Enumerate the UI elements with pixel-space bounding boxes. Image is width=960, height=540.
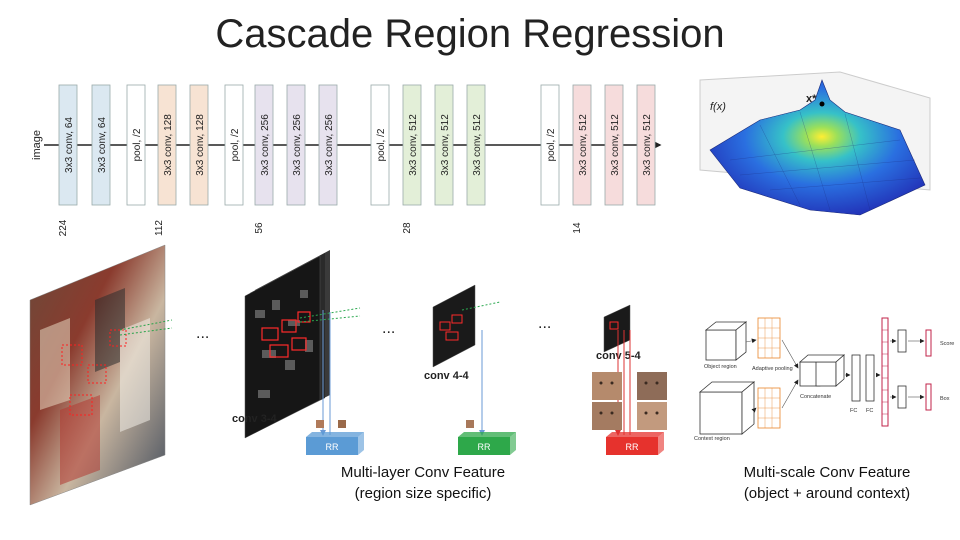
vgg-size-label: 112 [154,220,165,236]
caption-multilayer: Multi-layer Conv Feature (region size sp… [318,462,528,504]
score-label: Score [940,341,954,347]
conv34-label: conv 3-4 [232,413,278,425]
ellipsis-1: ... [196,325,209,342]
vgg-layer-box [58,84,78,206]
vgg-layer-label: 3x3 conv, 512 [642,114,653,176]
vgg-layer-label: pool, /2 [376,128,387,161]
rr-block-label: RR [478,442,491,452]
vgg-layer-label: 3x3 conv, 128 [195,114,206,176]
caption-multilayer-line2: (region size specific) [354,485,492,502]
fc-label-1: FC [850,408,857,414]
rr-block [458,437,510,455]
vgg-layer-box [540,84,560,206]
peak-label: x* [806,93,817,105]
vgg-layer-box [466,84,486,206]
vgg-layer-label: 3x3 conv, 512 [610,114,621,176]
caption-multiscale: Multi-scale Conv Feature (object + aroun… [722,462,932,504]
rr-block-label: RR [326,442,339,452]
vgg-layer-box [318,84,338,206]
rr-block-label: RR [626,442,639,452]
vgg-layer-label: 3x3 conv, 512 [472,114,483,176]
rr-block [306,437,358,455]
rr-block-side [658,432,664,455]
vgg-layer-label: pool, /2 [230,128,241,161]
conv34-feature-stack: conv 3-4 [232,250,361,439]
surface [709,79,926,216]
vgg-size-label: 224 [58,219,69,236]
vgg-size-label: 28 [402,222,413,234]
caption-multiscale-line1: Multi-scale Conv Feature [743,464,911,481]
vgg-layer-box [434,84,454,206]
vgg-layer-box [126,84,146,206]
rr-block-top [606,432,664,437]
vgg-layer-label: 3x3 conv, 512 [440,114,451,176]
vgg-layer-label: 3x3 conv, 64 [97,117,108,173]
caption-multilayer-line1: Multi-layer Conv Feature [340,464,506,481]
face-crops [592,372,667,430]
vgg-layer-box [224,84,244,206]
caption-multiscale-line2: (object + around context) [743,485,911,502]
vgg-layer-label: 3x3 conv, 512 [578,114,589,176]
vgg-layer-box [370,84,390,206]
peak-point [819,101,825,107]
multiscale-diagram: Object region Context region Adaptive po… [694,317,954,442]
conv44-label: conv 4-4 [424,370,470,382]
surface-plot: f(x) x* [699,71,931,216]
rr-blocks: RR RR RR [306,432,664,455]
ellipsis-2: ... [382,320,395,337]
vgg-layer-label: pool, /2 [546,128,557,161]
vgg-layer-box [157,84,177,206]
vgg-layer-box [604,84,624,206]
fx-label: f(x) [710,101,726,113]
input-photo [29,244,173,506]
rr-block-top [306,432,364,437]
adaptive-pooling-label: Adaptive pooling [752,366,793,372]
ellipsis-3: ... [538,315,551,332]
vgg-size-label: 56 [254,222,265,234]
concatenate-label: Concatenate [800,394,831,400]
vgg-input-label: image [31,130,43,160]
conv54-feature-map: conv 5-4 [592,304,667,436]
vgg-layer-label: 3x3 conv, 256 [260,114,271,176]
context-region-label: Context region [694,436,730,442]
fc-label-2: FC [866,408,873,414]
vgg-layer-label: 3x3 conv, 128 [163,114,174,176]
vgg-layer-label: 3x3 conv, 256 [324,114,335,176]
vgg-layer-label: 3x3 conv, 256 [292,114,303,176]
rr-block-side [358,432,364,455]
vgg-layer-box [91,84,111,206]
vgg-layer-box [636,84,656,206]
conv54-label: conv 5-4 [596,350,642,362]
rr-block [606,437,658,455]
slide-title: Cascade Region Regression [215,12,725,56]
vgg-layer-box [254,84,274,206]
vgg-layers: 3x3 conv, 64 3x3 conv, 64 pool, /2 3x3 conv… [58,84,656,206]
object-region-label: Object region [704,364,737,370]
vgg-layer-box [572,84,592,206]
vgg-sizes: 224 112 56 28 14 [58,219,583,236]
thumbnails [316,420,474,428]
vgg-layer-box [402,84,422,206]
vgg-layer-label: pool, /2 [132,128,143,161]
conv44-feature-map: conv 4-4 [424,284,501,436]
vgg-layer-box [189,84,209,206]
vgg-layer-box [286,84,306,206]
rr-block-side [510,432,516,455]
box-label: Box [940,396,950,402]
vgg-layer-label: 3x3 conv, 512 [408,114,419,176]
vgg-layer-label: 3x3 conv, 64 [64,117,75,173]
rr-block-top [458,432,516,437]
vgg-size-label: 14 [572,222,583,234]
